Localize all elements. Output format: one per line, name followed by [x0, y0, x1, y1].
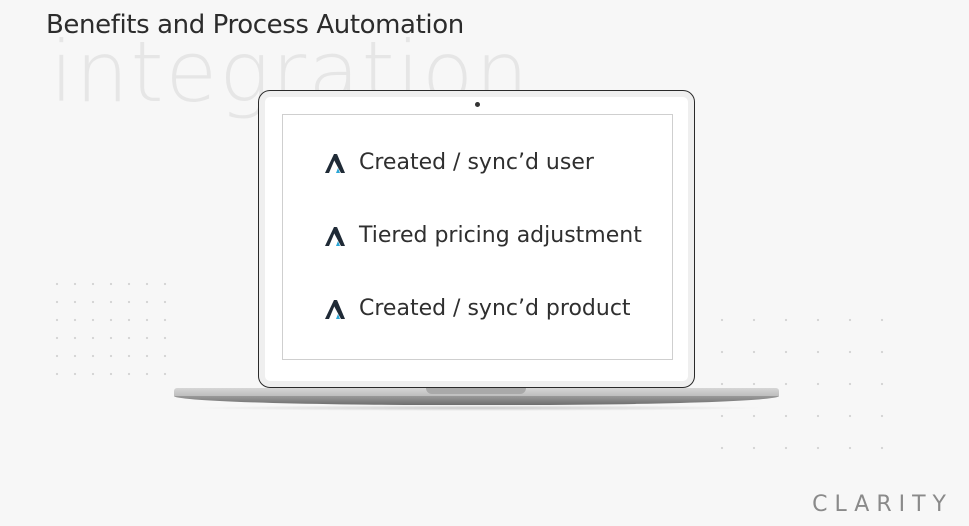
decorative-dot: [752, 318, 756, 322]
decorative-dot: [145, 282, 149, 286]
decorative-dot: [91, 318, 95, 322]
decorative-dot: [720, 382, 724, 386]
decorative-dot: [752, 350, 756, 354]
decorative-dot: [91, 354, 95, 358]
laptop-shadow: [190, 405, 765, 411]
decorative-dot: [91, 372, 95, 376]
decorative-dot: [73, 300, 77, 304]
decorative-dot: [109, 354, 113, 358]
list-item: Created / sync’d product: [323, 296, 631, 321]
dot-pattern-left: [55, 282, 167, 376]
decorative-dot: [73, 318, 77, 322]
decorative-dot: [145, 300, 149, 304]
decorative-dot: [720, 414, 724, 418]
decorative-dot: [880, 414, 884, 418]
decorative-dot: [127, 300, 131, 304]
decorative-dot: [73, 354, 77, 358]
decorative-dot: [127, 354, 131, 358]
decorative-dot: [816, 350, 820, 354]
decorative-dot: [55, 282, 59, 286]
decorative-dot: [91, 336, 95, 340]
decorative-dot: [109, 336, 113, 340]
slide-title: Benefits and Process Automation: [46, 10, 464, 40]
list-item: Tiered pricing adjustment: [323, 223, 642, 248]
list-item-label: Tiered pricing adjustment: [359, 223, 642, 248]
decorative-dot: [848, 446, 852, 450]
decorative-dot: [163, 372, 167, 376]
decorative-dot: [880, 350, 884, 354]
decorative-dot: [880, 318, 884, 322]
decorative-dot: [55, 318, 59, 322]
decorative-dot: [816, 382, 820, 386]
webcam: [475, 102, 480, 107]
list-item-label: Created / sync’d user: [359, 150, 594, 175]
list-item: Created / sync’d user: [323, 150, 594, 175]
decorative-dot: [784, 350, 788, 354]
brand-logo-text: CLARITY: [812, 492, 953, 517]
laptop-base-bottom: [174, 396, 779, 405]
decorative-dot: [55, 354, 59, 358]
decorative-dot: [784, 446, 788, 450]
decorative-dot: [720, 318, 724, 322]
decorative-dot: [720, 446, 724, 450]
decorative-dot: [784, 414, 788, 418]
decorative-dot: [73, 282, 77, 286]
dot-pattern-right: [720, 318, 884, 450]
decorative-dot: [816, 318, 820, 322]
decorative-dot: [848, 414, 852, 418]
decorative-dot: [145, 318, 149, 322]
laptop-screen: Created / sync’d user Tiered pricing adj…: [282, 114, 673, 360]
decorative-dot: [145, 372, 149, 376]
laptop: Created / sync’d user Tiered pricing adj…: [258, 90, 695, 388]
decorative-dot: [73, 336, 77, 340]
decorative-dot: [816, 414, 820, 418]
decorative-dot: [163, 336, 167, 340]
decorative-dot: [109, 372, 113, 376]
decorative-dot: [127, 372, 131, 376]
decorative-dot: [848, 382, 852, 386]
clarity-a-logo-icon: [325, 299, 345, 319]
clarity-a-logo-icon: [325, 226, 345, 246]
decorative-dot: [127, 318, 131, 322]
decorative-dot: [848, 350, 852, 354]
decorative-dot: [109, 282, 113, 286]
decorative-dot: [145, 354, 149, 358]
decorative-dot: [163, 318, 167, 322]
decorative-dot: [55, 336, 59, 340]
decorative-dot: [880, 446, 884, 450]
decorative-dot: [163, 354, 167, 358]
clarity-a-logo-icon: [325, 153, 345, 173]
decorative-dot: [55, 372, 59, 376]
decorative-dot: [784, 318, 788, 322]
decorative-dot: [163, 300, 167, 304]
decorative-dot: [163, 282, 167, 286]
decorative-dot: [784, 382, 788, 386]
decorative-dot: [720, 350, 724, 354]
decorative-dot: [55, 300, 59, 304]
decorative-dot: [816, 446, 820, 450]
list-item-label: Created / sync’d product: [359, 296, 631, 321]
laptop-base-notch: [426, 388, 526, 394]
decorative-dot: [127, 282, 131, 286]
decorative-dot: [848, 318, 852, 322]
decorative-dot: [109, 300, 113, 304]
decorative-dot: [73, 372, 77, 376]
decorative-dot: [127, 336, 131, 340]
decorative-dot: [752, 414, 756, 418]
decorative-dot: [91, 300, 95, 304]
decorative-dot: [752, 382, 756, 386]
decorative-dot: [145, 336, 149, 340]
decorative-dot: [880, 382, 884, 386]
decorative-dot: [91, 282, 95, 286]
decorative-dot: [109, 318, 113, 322]
decorative-dot: [752, 446, 756, 450]
